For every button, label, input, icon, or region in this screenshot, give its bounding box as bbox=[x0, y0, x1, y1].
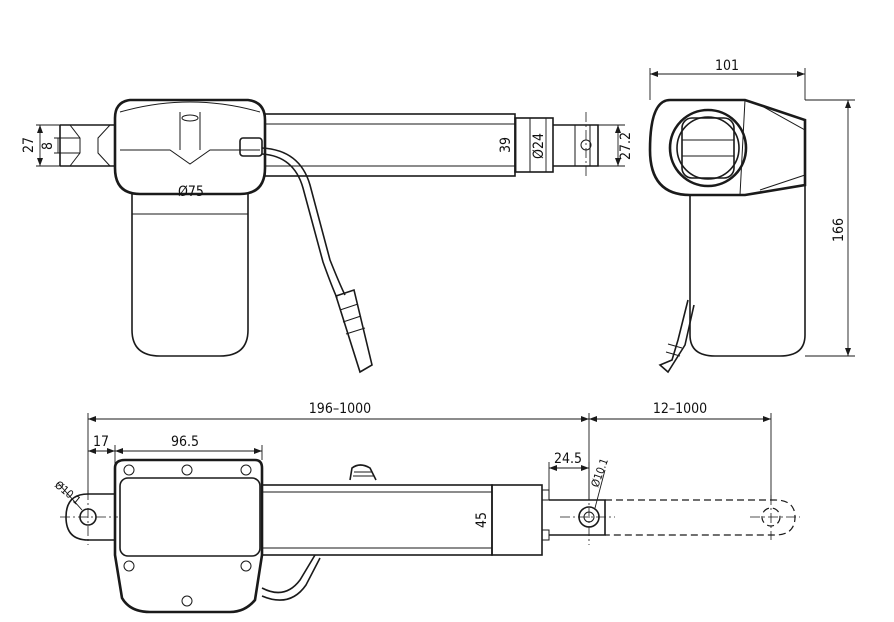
dim-motor-diameter: Ø75 bbox=[178, 184, 204, 200]
dim-rod-end-length: 24.5 bbox=[554, 451, 582, 467]
dim-top-clevis-width: 8 bbox=[40, 142, 56, 150]
dim-stroke: 12–1000 bbox=[653, 401, 707, 417]
dim-tube-height: 39 bbox=[498, 137, 514, 153]
end-view bbox=[648, 98, 807, 374]
dim-front-hole: Ø10.1 bbox=[589, 457, 611, 489]
plan-view bbox=[60, 458, 800, 614]
end-view-dimensions bbox=[649, 68, 855, 357]
dim-clevis-tip-height: 27.2 bbox=[618, 132, 634, 160]
dim-motor-length: 96.5 bbox=[171, 434, 199, 450]
side-view bbox=[59, 98, 599, 374]
dim-tube-width: 45 bbox=[474, 512, 490, 528]
dim-top-rod-height: 27 bbox=[21, 137, 37, 153]
dim-rod-diameter: Ø24 bbox=[531, 133, 547, 159]
side-view-dimensions bbox=[36, 118, 625, 172]
plan-view-dimensions bbox=[57, 413, 772, 555]
dim-rear-hole: Ø10.1 bbox=[52, 478, 83, 507]
dim-retracted-length: 196–1000 bbox=[309, 401, 371, 417]
dim-end-view-width: 101 bbox=[715, 58, 739, 74]
dim-end-view-height: 166 bbox=[831, 218, 847, 242]
dim-rear-offset: 17 bbox=[93, 434, 109, 450]
